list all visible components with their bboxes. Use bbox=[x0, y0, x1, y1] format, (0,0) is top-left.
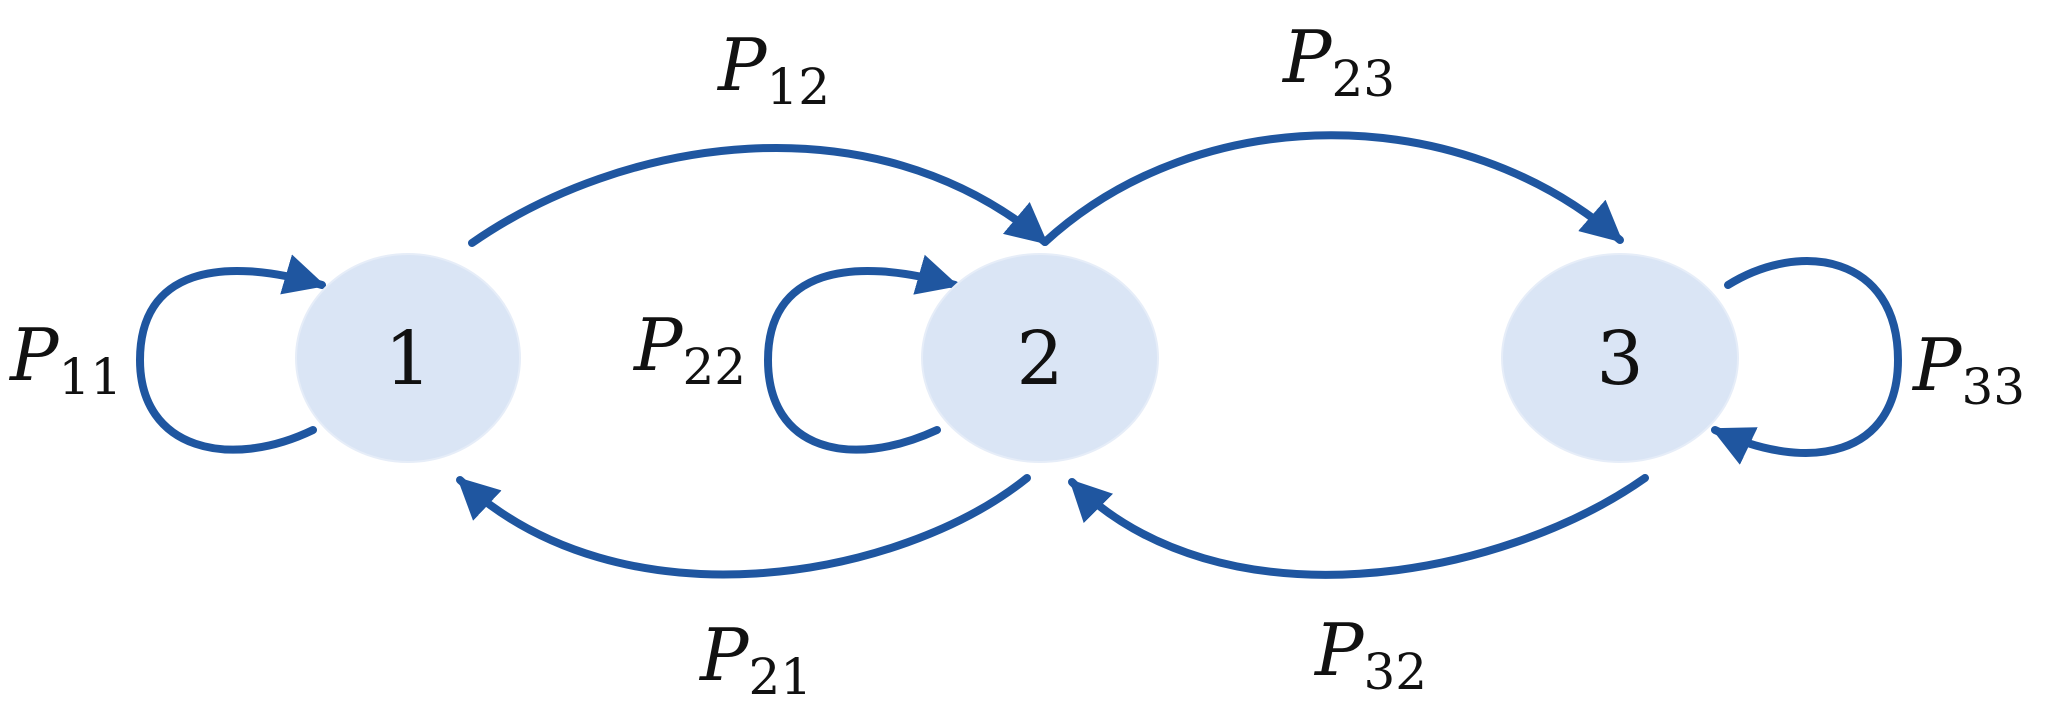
state-3: 3 bbox=[1501, 253, 1739, 463]
label-p12: P12 bbox=[716, 23, 830, 116]
label-p33-symbol: P bbox=[1911, 323, 1963, 407]
edge-2-to-1 bbox=[456, 474, 1031, 579]
label-p21-symbol: P bbox=[698, 613, 750, 697]
label-p11: P11 bbox=[8, 313, 122, 406]
label-p12-symbol: P bbox=[716, 23, 768, 107]
edge-loop-2 bbox=[763, 254, 960, 454]
label-p12-subscript: 12 bbox=[766, 58, 830, 116]
state-1: 1 bbox=[295, 253, 521, 463]
edge-2-to-3 bbox=[1041, 131, 1624, 246]
label-p32: P32 bbox=[1313, 608, 1427, 701]
label-p22-symbol: P bbox=[632, 303, 684, 387]
edge-loop-1 bbox=[135, 254, 326, 454]
state-2-circle bbox=[921, 253, 1159, 463]
label-p23-subscript: 23 bbox=[1331, 50, 1395, 108]
label-p32-symbol: P bbox=[1313, 608, 1365, 692]
state-2: 2 bbox=[921, 253, 1159, 463]
state-3-circle bbox=[1501, 253, 1739, 463]
state-1-circle bbox=[295, 253, 521, 463]
label-p11-subscript: 11 bbox=[58, 348, 122, 406]
state-3-label: 3 bbox=[1596, 316, 1643, 402]
label-p33-subscript: 33 bbox=[1961, 358, 2025, 416]
label-p22-subscript: 22 bbox=[682, 338, 746, 396]
label-p23-symbol: P bbox=[1281, 15, 1333, 99]
label-p21: P21 bbox=[698, 613, 812, 706]
edge-1-to-2 bbox=[468, 143, 1049, 247]
label-p21-subscript: 21 bbox=[748, 648, 812, 706]
label-p32-subscript: 32 bbox=[1363, 643, 1427, 701]
edge-loop-3 bbox=[1711, 257, 1903, 465]
state-2-label: 2 bbox=[1016, 316, 1063, 402]
state-1-label: 1 bbox=[384, 316, 431, 402]
edge-3-to-2 bbox=[1068, 474, 1649, 579]
label-p11-symbol: P bbox=[8, 313, 60, 397]
label-p23: P23 bbox=[1281, 15, 1395, 108]
label-p22: P22 bbox=[632, 303, 746, 396]
label-p33: P33 bbox=[1911, 323, 2025, 416]
